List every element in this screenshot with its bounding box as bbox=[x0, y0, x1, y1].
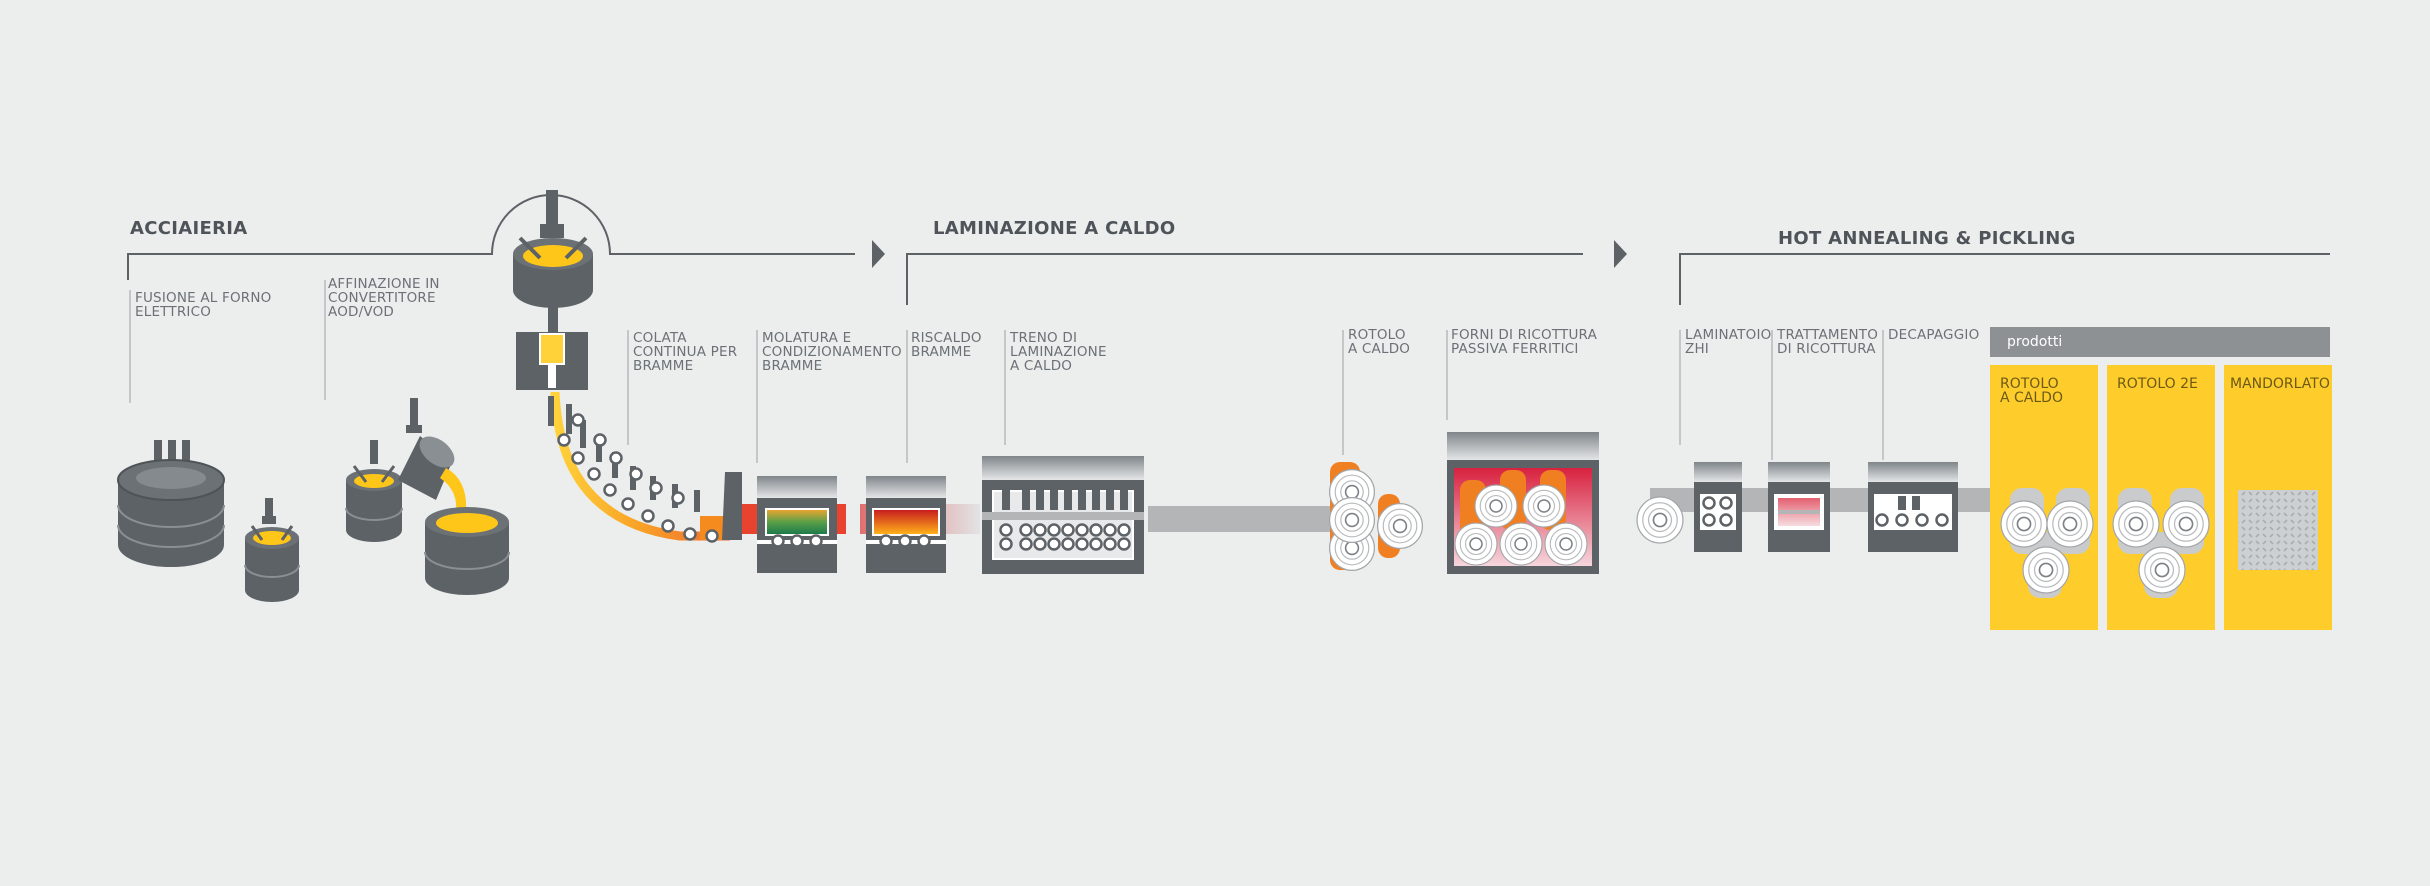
section-arrows bbox=[872, 240, 1627, 268]
product-2e-coil-image bbox=[2112, 488, 2210, 598]
step-label-forni: FORNI DI RICOTTURA PASSIVA FERRITICI bbox=[1451, 327, 1598, 357]
product-hot-coil-image bbox=[2000, 488, 2094, 598]
reheating-furnace bbox=[866, 476, 946, 573]
product-label-2e: ROTOLO 2E bbox=[2117, 376, 2198, 392]
hot-coils bbox=[1328, 462, 1424, 572]
step-label-molatura: MOLATURA E CONDIZIONAMENTO BRAMME bbox=[762, 330, 902, 374]
step-label-rotolo: ROTOLO A CALDO bbox=[1348, 327, 1411, 357]
electric-furnace bbox=[117, 440, 225, 567]
product-checker-plate-image bbox=[2238, 490, 2318, 570]
leader-lines bbox=[129, 280, 1884, 463]
step-label-trattamento: TRATTAMENTO DI RICOTTURA bbox=[1777, 327, 1879, 357]
continuous-caster bbox=[513, 190, 742, 541]
annealing-furnace bbox=[1447, 432, 1599, 574]
grinding-station bbox=[757, 476, 837, 573]
product-label-mandorlato: MANDORLATO bbox=[2230, 376, 2330, 392]
section-brackets bbox=[127, 194, 2330, 305]
pickling-unit bbox=[1868, 462, 1958, 552]
products-header: prodotti bbox=[1990, 327, 2330, 357]
step-label-affinazione: AFFINAZIONE IN CONVERTITORE AOD/VOD bbox=[328, 276, 440, 320]
step-label-treno: TRENO DI LAMINAZIONE A CALDO bbox=[1010, 330, 1107, 374]
aod-converter bbox=[345, 398, 510, 595]
zhi-mill bbox=[1694, 462, 1742, 552]
section-title-laminazione: LAMINAZIONE A CALDO bbox=[933, 218, 1176, 239]
small-ladle bbox=[244, 498, 300, 602]
product-label-hot-coil: ROTOLO A CALDO bbox=[2000, 376, 2063, 406]
step-label-laminatoio: LAMINATOIO ZHI bbox=[1685, 327, 1772, 357]
section-title-acciaieria: ACCIAIERIA bbox=[130, 218, 248, 239]
products-header-label: prodotti bbox=[2007, 334, 2063, 350]
section-title-annealing: HOT ANNEALING & PICKLING bbox=[1778, 228, 2076, 249]
step-label-riscaldo: RISCALDO BRAMME bbox=[911, 330, 982, 360]
caster-rolls bbox=[548, 396, 719, 543]
step-label-decapaggio: DECAPAGGIO bbox=[1888, 327, 1980, 343]
step-label-fusione: FUSIONE AL FORNO ELETTRICO bbox=[135, 290, 272, 320]
hot-rolling-mill bbox=[982, 456, 1368, 574]
annealing-treatment bbox=[1768, 462, 1830, 552]
step-label-colata: COLATA CONTINUA PER BRAMME bbox=[633, 330, 738, 374]
